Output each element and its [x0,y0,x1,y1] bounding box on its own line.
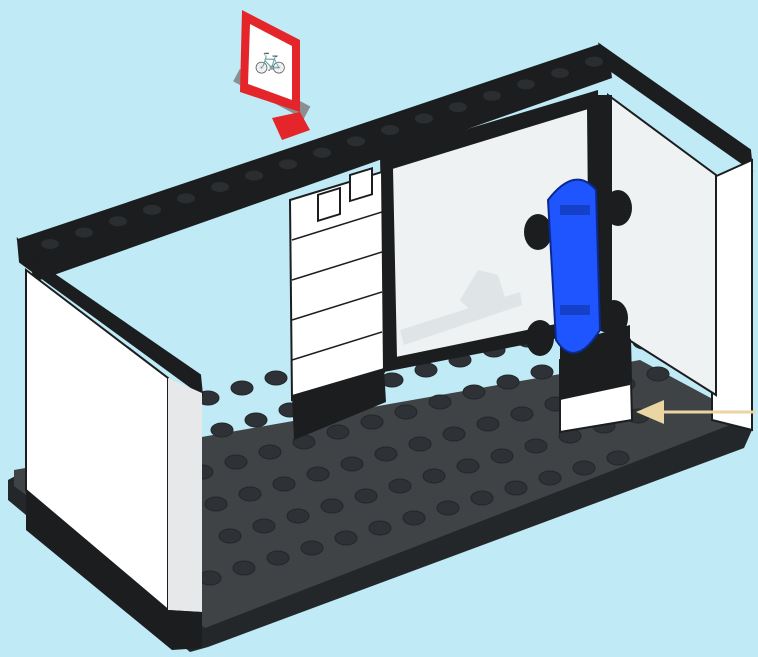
stud [483,91,501,101]
stud [437,501,459,515]
stud [143,205,161,215]
left-wall-side [168,378,202,612]
stud [335,531,357,545]
stud [199,571,221,585]
stud [423,469,445,483]
stud [457,459,479,473]
stud [265,371,287,385]
stud [211,423,233,437]
stud [415,114,433,124]
stud [313,148,331,158]
stud [573,461,595,475]
stud [233,561,255,575]
stud [531,365,553,379]
stud [267,551,289,565]
skateboard-wheel [604,190,632,226]
poster-icon [350,168,372,201]
stud [75,228,93,238]
stud [245,413,267,427]
stud [375,447,397,461]
stud [245,171,263,181]
stud [231,381,253,395]
stud [381,125,399,135]
stud [369,521,391,535]
stud [341,457,363,471]
stud [219,529,241,543]
stud [607,451,629,465]
stud [403,511,425,525]
stud [347,136,365,146]
poster-icon [318,188,340,221]
stud [205,497,227,511]
stud [497,375,519,389]
stud [109,216,127,226]
stud [225,455,247,469]
stud [409,437,431,451]
stud [539,471,561,485]
stud [395,405,417,419]
stud [41,239,59,249]
stud [505,481,527,495]
skateboard-truck [560,205,590,215]
stud [429,395,451,409]
stud [443,427,465,441]
stud [211,182,229,192]
stud [491,449,513,463]
stud [471,491,493,505]
stud [177,193,195,203]
stud [361,415,383,429]
stud [321,499,343,513]
stud [517,79,535,89]
stud [307,467,329,481]
stud [477,417,499,431]
stud [389,479,411,493]
stud [525,439,547,453]
stud [511,407,533,421]
skateboard-wheel [526,320,554,356]
stud [259,445,281,459]
stud [253,519,275,533]
stud [449,102,467,112]
stud [279,159,297,169]
skateboard-wheel [600,300,628,336]
right-wall-panel [712,160,752,430]
bicycle-icon: 🚲 [254,45,286,75]
stud [327,425,349,439]
stud [355,489,377,503]
stud [647,367,669,381]
stud [463,385,485,399]
center-pillar [290,168,386,440]
stud [287,509,309,523]
stud [301,541,323,555]
stud [239,487,261,501]
skateboard-truck [560,305,590,315]
stud [551,68,569,78]
stud [273,477,295,491]
skateboard-wheel [524,214,552,250]
stud [585,57,603,67]
